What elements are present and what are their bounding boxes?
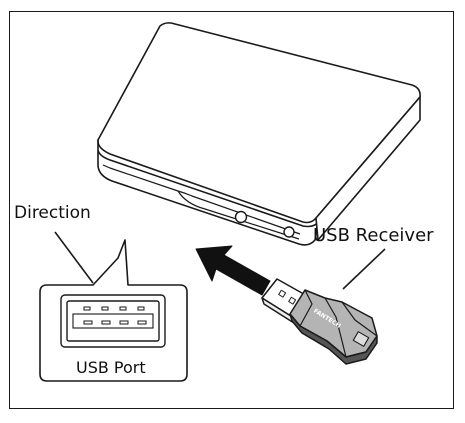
receiver-pointer-line <box>342 248 386 290</box>
insert-arrow-icon <box>195 245 271 296</box>
game-console-icon <box>97 22 421 246</box>
usb-port-icon <box>60 294 166 348</box>
direction-label: Direction <box>14 203 91 223</box>
usb-receiver-icon: FANTECH <box>261 278 378 365</box>
direction-pointer-line <box>54 231 94 284</box>
usb-receiver-label: USB Receiver <box>313 225 434 246</box>
usb-port-label: USB Port <box>76 358 146 377</box>
